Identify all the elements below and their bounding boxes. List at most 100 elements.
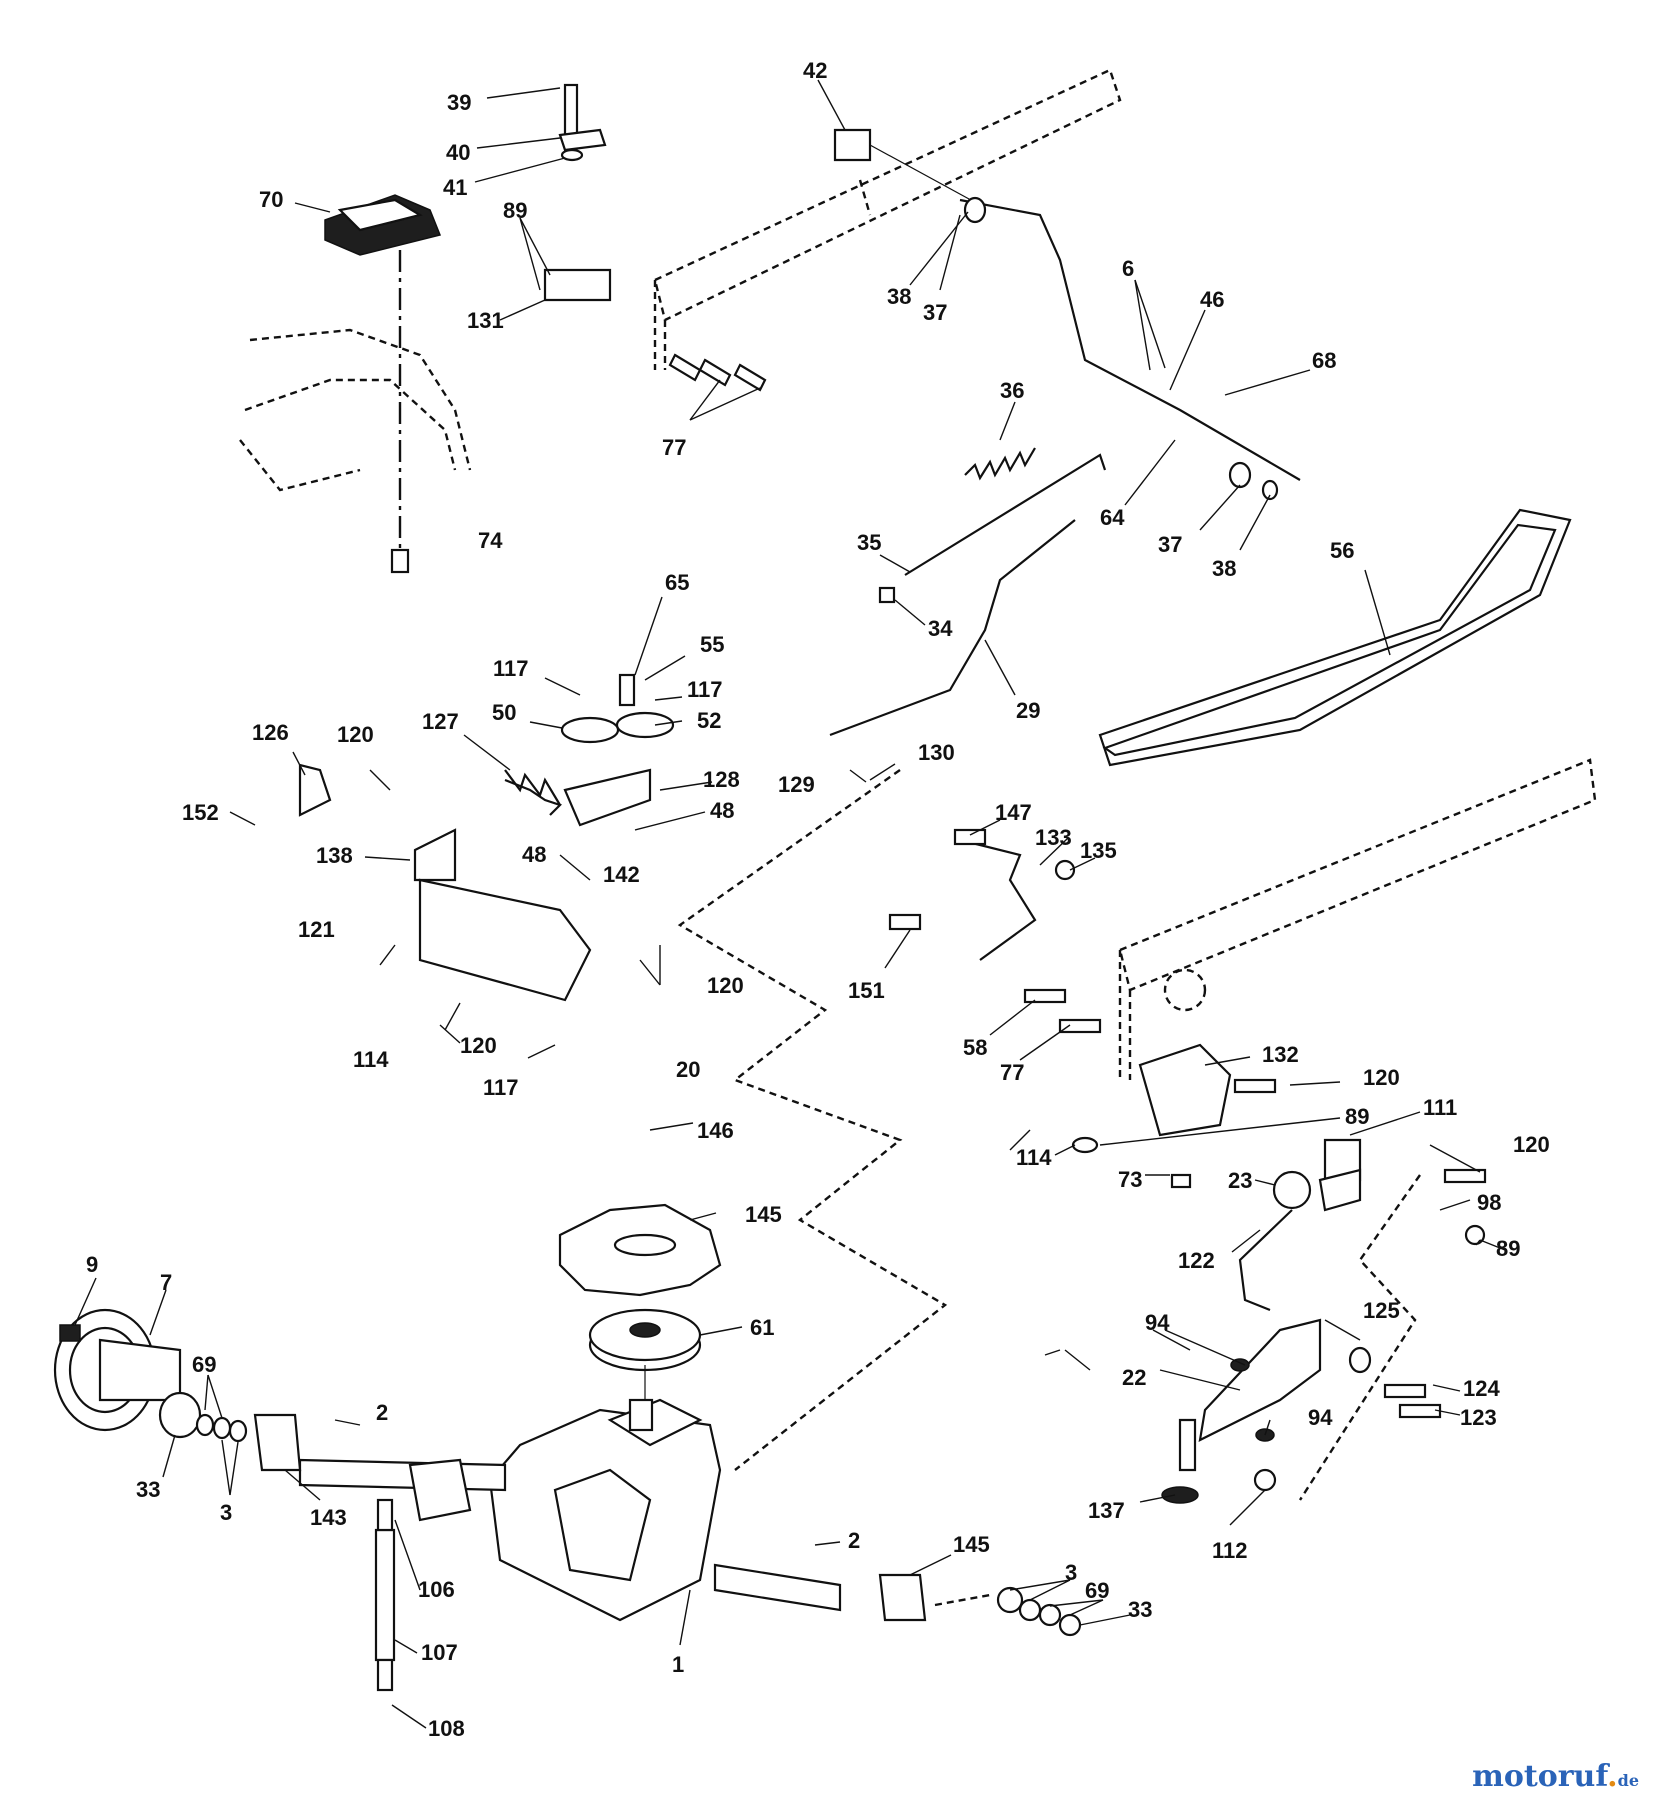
callout-labels: 1 2 2 3 3 6 7 9 20 22 23 29 33 33 34 35 … <box>86 58 1550 1741</box>
fasteners-right <box>1023 988 1487 1492</box>
callout-147: 146 <box>697 1118 734 1143</box>
callout-153: 152 <box>182 800 219 825</box>
callout-89: 89 <box>1345 1104 1369 1129</box>
bolt-stack <box>558 83 607 162</box>
callout-42: 42 <box>803 58 827 83</box>
callout-77: 77 <box>662 435 686 460</box>
callout-7: 7 <box>160 1270 172 1295</box>
upper-frame-rail <box>653 68 1122 370</box>
wheel-hub <box>53 1308 202 1439</box>
callout-117: 117 <box>483 1075 519 1100</box>
callout-1: 1 <box>672 1652 684 1677</box>
callout-146: 145 <box>745 1202 782 1227</box>
pivot-bracket <box>1138 1043 1362 1182</box>
callout-41: 41 <box>443 175 467 200</box>
callout-121: 120 <box>460 1033 497 1058</box>
callout-94: 94 <box>1145 1310 1170 1335</box>
callout-29: 29 <box>1016 698 1040 723</box>
drive-belt-56 <box>1098 508 1572 767</box>
linkage-paths <box>677 769 1421 1501</box>
callout-120: 120 <box>1513 1132 1550 1157</box>
pulley-61 <box>588 1308 702 1372</box>
callout-3: 3 <box>220 1500 232 1525</box>
callout-48: 48 <box>710 798 734 823</box>
callout-74: 74 <box>478 528 503 553</box>
callout-6: 6 <box>1122 256 1134 281</box>
callout-65: 65 <box>665 570 689 595</box>
callout-135: 133 <box>1035 825 1072 850</box>
callout-127: 126 <box>252 720 289 745</box>
callout-69: 69 <box>1085 1578 1109 1603</box>
callout-120: 120 <box>1363 1065 1400 1090</box>
callout-69: 69 <box>192 1352 216 1377</box>
bolt-74 <box>390 250 410 574</box>
washers-left <box>195 1413 302 1472</box>
callout-56: 56 <box>1330 538 1354 563</box>
callout-33: 33 <box>1128 1597 1152 1622</box>
callout-111: 111 <box>1423 1095 1457 1120</box>
callout-34: 34 <box>928 616 953 641</box>
callout-94: 94 <box>1308 1405 1333 1430</box>
callout-64: 64 <box>1100 505 1125 530</box>
callout-20: 20 <box>676 1057 700 1082</box>
callout-73: 73 <box>1118 1167 1142 1192</box>
callout-152: 151 <box>848 978 885 1003</box>
leader-lines <box>74 79 1506 1729</box>
callout-114: 114 <box>353 1047 389 1072</box>
watermark-logo: motoruf.de <box>1472 1759 1639 1794</box>
callout-138: 137 <box>1088 1498 1125 1523</box>
shift-rod <box>959 196 1301 501</box>
callout-132: 131 <box>467 308 504 333</box>
callout-98: 98 <box>1477 1190 1501 1215</box>
callout-68: 68 <box>1312 348 1336 373</box>
callout-125: 124 <box>1463 1376 1500 1401</box>
callout-129: 128 <box>703 767 740 792</box>
callout-3: 3 <box>1065 1560 1077 1585</box>
callout-108: 108 <box>428 1716 465 1741</box>
callout-120: 120 <box>337 722 374 747</box>
callout-38: 38 <box>1212 556 1236 581</box>
idler-assembly <box>504 673 675 827</box>
callout-40: 40 <box>446 140 470 165</box>
callout-52: 52 <box>697 708 721 733</box>
callout-2: 2 <box>848 1528 860 1553</box>
callout-77: 77 <box>1000 1060 1024 1085</box>
lower-frame-rail <box>1118 758 1597 1080</box>
callout-151: 147 <box>995 800 1032 825</box>
callout-143: 142 <box>603 862 640 887</box>
callout-142: 138 <box>316 843 353 868</box>
callout-39: 39 <box>447 90 471 115</box>
callout-137: 135 <box>1080 838 1117 863</box>
callout-128: 127 <box>422 709 459 734</box>
callout-23: 23 <box>1228 1168 1252 1193</box>
pedal-bracket <box>298 763 592 1002</box>
spacer-42 <box>833 128 981 206</box>
callout-130: 129 <box>778 772 815 797</box>
callout-9: 9 <box>86 1252 98 1277</box>
rod-35 <box>878 453 1107 604</box>
spring-36 <box>964 447 1036 481</box>
linkage-135 <box>888 828 1076 961</box>
callout-33: 33 <box>136 1477 160 1502</box>
callout-2: 2 <box>376 1400 388 1425</box>
callout-112: 112 <box>1212 1538 1248 1563</box>
cooling-fan <box>558 1203 722 1297</box>
callout-61: 61 <box>750 1315 774 1340</box>
brake-rod <box>374 1498 396 1692</box>
callout-124: 123 <box>1460 1405 1497 1430</box>
callout-117: 117 <box>493 656 529 681</box>
callout-70: 70 <box>259 187 283 212</box>
callout-117: 117 <box>687 677 723 702</box>
callout-123: 122 <box>1178 1248 1215 1273</box>
shift-lever <box>1161 1168 1362 1504</box>
callout-55: 55 <box>700 632 724 657</box>
callout-35: 35 <box>857 530 881 555</box>
callout-114: 114 <box>1016 1145 1052 1170</box>
callout-46: 46 <box>1200 287 1224 312</box>
callout-89: 89 <box>1496 1236 1520 1261</box>
callout-106: 106 <box>418 1577 455 1602</box>
body-fender <box>239 328 472 492</box>
callout-89: 89 <box>503 198 527 223</box>
shift-cover <box>324 194 442 256</box>
